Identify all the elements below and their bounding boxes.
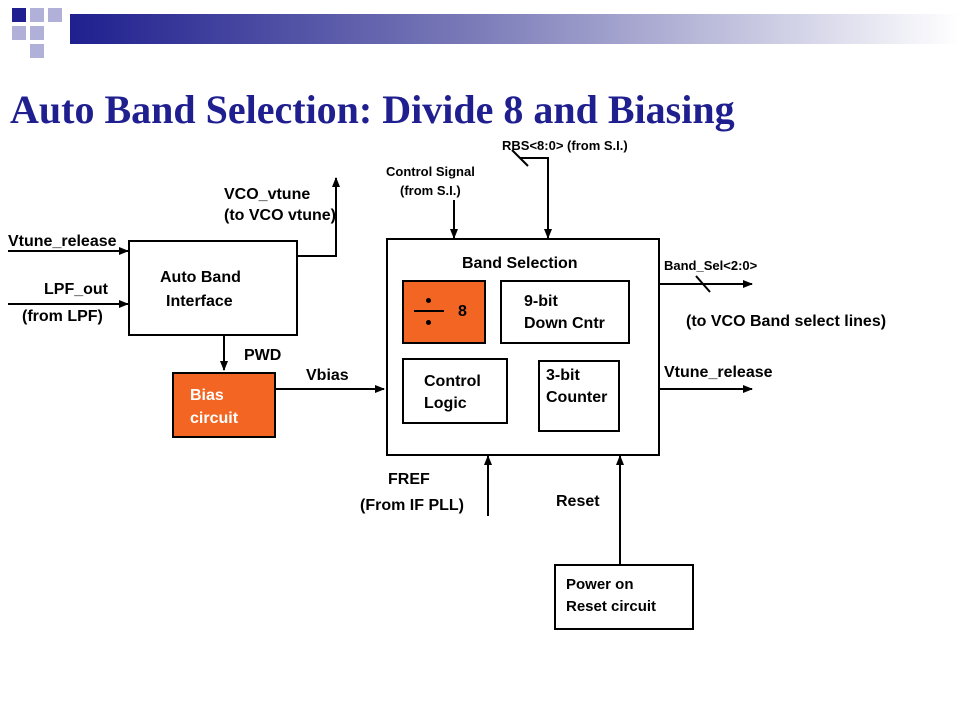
control-logic-label-line1: Control xyxy=(424,373,481,390)
counter-label-line1: 3-bit xyxy=(546,367,580,384)
por-label-line2: Reset circuit xyxy=(566,598,657,615)
label-vtune-release-out: Vtune_release xyxy=(664,364,773,381)
divide-symbol-dot-top xyxy=(426,298,431,303)
slide-title: Auto Band Selection: Divide 8 and Biasin… xyxy=(10,87,735,132)
auto-band-label-line1: Auto Band xyxy=(160,269,241,286)
label-band-sel: Band_Sel<2:0> xyxy=(664,258,758,273)
label-pwd: PWD xyxy=(244,347,282,364)
label-fref-src: (From IF PLL) xyxy=(360,497,464,514)
bus-slash-rbs xyxy=(511,149,529,167)
auto-band-label-line2: Interface xyxy=(166,293,233,310)
down-cntr-label-line1: 9-bit xyxy=(524,293,558,310)
bias-circuit-block: Bias circuit xyxy=(172,372,276,438)
decoration-square xyxy=(12,26,26,40)
control-logic-block: Control Logic xyxy=(402,358,508,424)
bias-label-line2: circuit xyxy=(190,410,239,427)
power-on-reset-block: Power on Reset circuit xyxy=(554,564,694,630)
divide-by-8-block: 8 xyxy=(402,280,486,344)
por-label-line1: Power on xyxy=(566,576,634,593)
decoration-square xyxy=(30,44,44,58)
wire-rbs xyxy=(520,157,552,239)
decoration-square xyxy=(12,8,26,22)
band-selection-block: Band Selection 8 9-bit Down Cntr Control… xyxy=(386,238,660,456)
decoration-gradient-bar xyxy=(70,14,960,44)
down-cntr-label-line2: Down Cntr xyxy=(524,315,605,332)
label-vbias: Vbias xyxy=(306,367,349,384)
decoration-square xyxy=(48,8,62,22)
bias-label-line1: Bias xyxy=(190,387,224,404)
down-counter-block: 9-bit Down Cntr xyxy=(500,280,630,344)
auto-band-interface-block: Auto Band Interface xyxy=(128,240,298,336)
label-control-signal-src: (from S.I.) xyxy=(400,183,461,198)
label-lpf-out: LPF_out xyxy=(44,281,108,298)
divide-symbol-bar xyxy=(414,310,444,312)
label-reset: Reset xyxy=(556,493,600,510)
band-selection-label: Band Selection xyxy=(462,255,578,272)
label-from-lpf: (from LPF) xyxy=(22,308,103,325)
counter-block: 3-bit Counter xyxy=(538,360,620,432)
label-vco-vtune: VCO_vtune xyxy=(224,186,311,203)
label-fref: FREF xyxy=(388,471,430,488)
wire-vco-vtune xyxy=(298,177,340,257)
label-to-vco-vtune: (to VCO vtune) xyxy=(224,207,336,224)
decoration-square xyxy=(30,8,44,22)
label-control-signal: Control Signal xyxy=(386,164,475,179)
counter-label-line2: Counter xyxy=(546,389,608,406)
control-logic-label-line2: Logic xyxy=(424,395,467,412)
label-to-vco-band: (to VCO Band select lines) xyxy=(686,313,887,330)
divider-value: 8 xyxy=(458,303,467,320)
label-vtune-release-in: Vtune_release xyxy=(8,233,117,250)
bus-slash-band-sel xyxy=(695,275,711,293)
decoration-square xyxy=(30,26,44,40)
divide-symbol-dot-bottom xyxy=(426,320,431,325)
label-rbs: RBS<8:0> (from S.I.) xyxy=(502,138,628,153)
